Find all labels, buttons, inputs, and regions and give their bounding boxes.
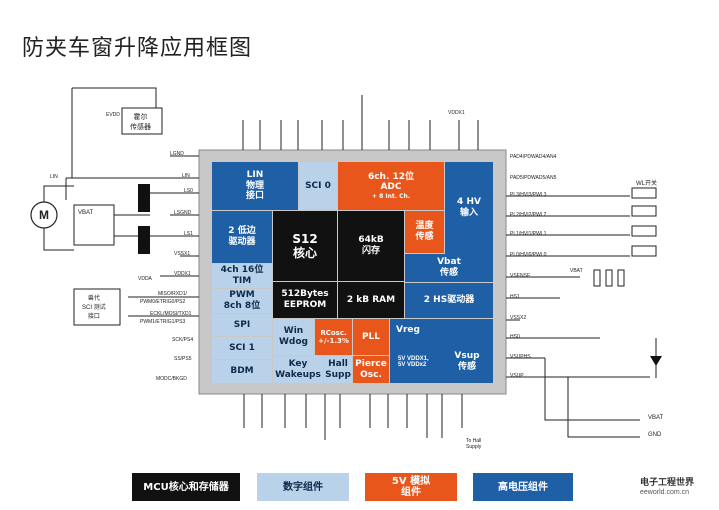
pin-hs1: HS1 [510, 294, 520, 300]
pin-pl3: PL3/HVI3/PWL3 [510, 192, 547, 198]
pin-hs0: HS0 [510, 334, 520, 340]
pin-lsgnd: LSGND [174, 210, 192, 216]
ext-vdda-label: VDDA [138, 276, 152, 282]
right-pins [506, 195, 650, 378]
page-title: 防夹车窗升降应用框图 [22, 36, 253, 61]
bottom-pins [243, 394, 463, 440]
wl-switch [593, 187, 657, 287]
vbat-label: VBAT [78, 210, 94, 216]
vreg-block: Vreg [390, 319, 493, 383]
motor-label: M [39, 208, 49, 222]
sci-test-label: 兽代 SCI 测试 接口 [82, 296, 106, 320]
evdd-label: EVDD [106, 112, 120, 118]
pin-vssx2: VSSX2 [510, 315, 527, 321]
vreg-sub-label: 5V VDDX1, 5V VDDx2 [398, 356, 429, 368]
vddx1-top-label: VDDX1 [448, 110, 465, 116]
hall-supp-block: Hall Supp [324, 356, 352, 383]
temp-sense-block: 温度 传感 [405, 211, 444, 253]
ext-lin-label: LIN [50, 174, 58, 180]
legend-5v-analog: 5V 模拟 组件 [365, 473, 457, 501]
legend-high-voltage: 高电压组件 [473, 473, 573, 501]
vbat-sense-block: Vbat 传感 [405, 254, 493, 282]
legend-mcu-core: MCU核心和存储器 [132, 473, 240, 501]
pin-pl1: PL1/HVI1/PWL1 [510, 231, 547, 237]
pin-ls1: LS1 [184, 231, 193, 237]
pin-miso: MISO/RXD1/ [158, 291, 187, 297]
lin-interface-block: LIN 物理 接口 [212, 162, 298, 210]
rcosc-block: RCosc. +/-1.3% [315, 319, 352, 355]
pin-sck: SCK/PS4 [172, 337, 194, 343]
pin-lin: LIN [182, 173, 190, 179]
left-pins [66, 155, 199, 317]
eeprom-block: 512Bytes EEPROM [273, 282, 337, 318]
pierce-osc-block: Pierce Osc. [353, 356, 389, 383]
relay-box [73, 204, 115, 246]
pin-vssx1: VSSX1 [174, 251, 191, 257]
sci0-block: SCI 0 [299, 162, 337, 210]
pin-pl0: PL0/HVI0/PWL0 [510, 252, 547, 258]
top-pins [242, 95, 479, 150]
pin-pwm1: PWM1/ETRIG1/PS3 [140, 319, 186, 325]
ram-block: 2 kB RAM [338, 282, 404, 318]
hs-driver-block: 2 HS驱动器 [405, 283, 493, 318]
pin-ss: SS/PS5 [174, 356, 192, 362]
hv-input-block: 4 HV 输入 [445, 162, 493, 254]
wl-switch-label: WL开关 [636, 181, 658, 187]
pin-lgnd: LGND [170, 151, 184, 157]
key-wakeups-block: Key Wakeups [273, 356, 323, 383]
sci-test-box [73, 288, 121, 326]
pin-pwm0: PWM0/ETRIG0/PS2 [140, 299, 186, 305]
win-wdog-block: Win Wdog [273, 319, 314, 355]
gnd-label: GND [648, 432, 662, 438]
hall-sensor-label: 霍尔 传感器 [130, 114, 151, 131]
vsup-sense-block: Vsup 传感 [454, 351, 480, 372]
pin-eckl: ECKL/MOSI/TXD1 [150, 311, 192, 317]
pin-pl2: PL2/HVI2/PWL2 [510, 212, 547, 218]
pin-vddx1: VDDX1 [174, 271, 191, 277]
bdm-block: BDM [212, 360, 272, 383]
spi-block: SPI [212, 314, 272, 336]
sci1-block: SCI 1 [212, 337, 272, 359]
pwm-block: PWM 8ch 8位 [212, 289, 272, 313]
vbat-sense-pin-label: VBAT [570, 268, 583, 274]
pin-modc: MODC/BKGD [156, 376, 187, 382]
pin-vsense: VSENSE [510, 273, 531, 279]
legend-digital: 数字组件 [257, 473, 349, 501]
pin-pad5: PAD5/PDWAD5/AN5 [510, 175, 557, 181]
pin-ls0: LS0 [184, 188, 193, 194]
hall-sensor-box [121, 107, 163, 135]
flash-block: 64kB 闪存 [338, 211, 404, 281]
pin-pad4: PAD4/PDWAD4/AN4 [510, 154, 557, 160]
watermark-logo: 电子工程世界 [640, 477, 695, 487]
to-hall-label: To Hall Supply [466, 438, 482, 450]
s12-core-block: S12 核心 [273, 211, 337, 281]
low-side-driver-block: 2 低边 驱动器 [212, 211, 272, 263]
watermark-url: eeworld.com.cn [640, 489, 690, 496]
pin-vsup: VSUP [510, 373, 524, 379]
pin-vsuphs: VSUPHS [510, 354, 531, 360]
vbat-right-label: VBAT [648, 415, 664, 421]
tim-block: 4ch 16位 TIM [212, 264, 272, 288]
pll-block: PLL [353, 319, 389, 355]
